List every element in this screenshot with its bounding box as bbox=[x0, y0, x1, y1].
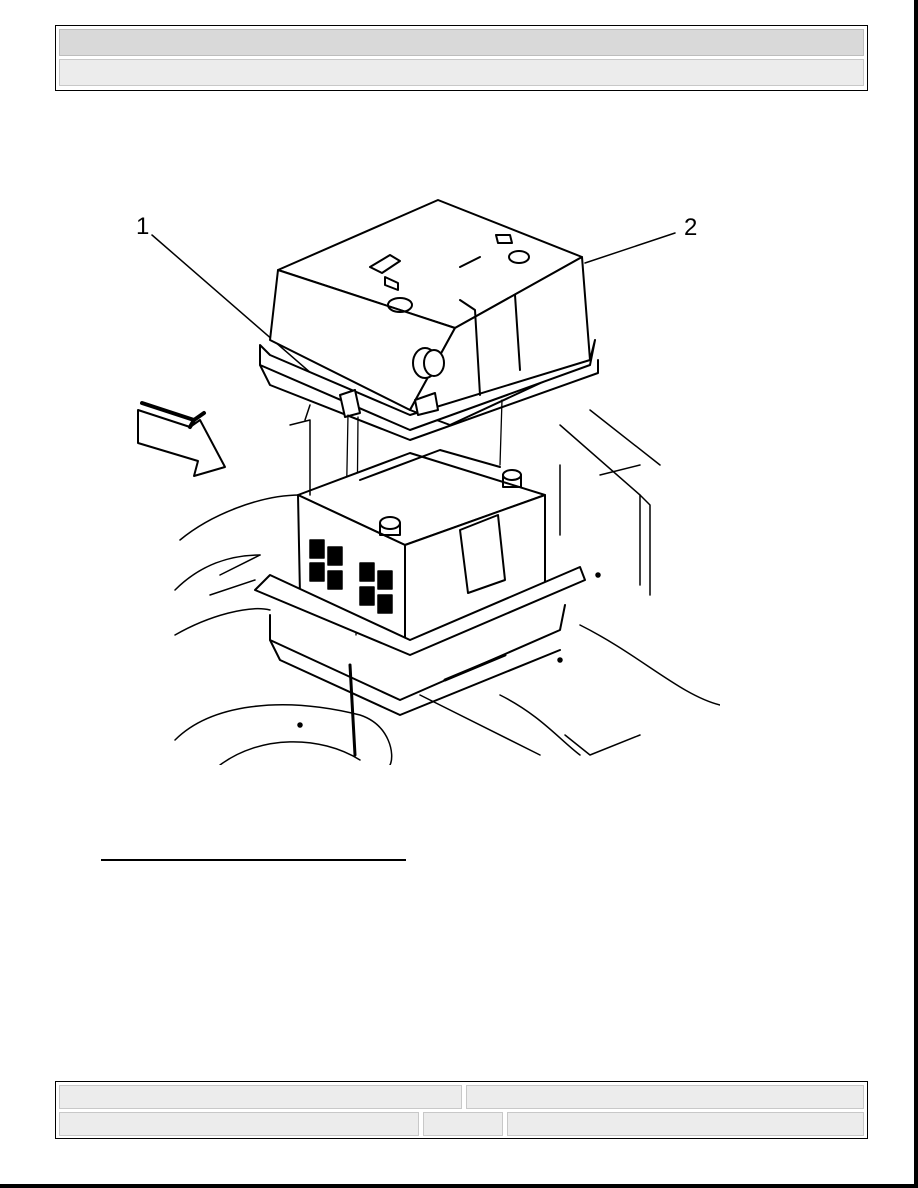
header-title bbox=[59, 29, 864, 56]
footer-left-top bbox=[59, 1085, 462, 1109]
battery-tray bbox=[254, 566, 586, 716]
footer-right-bottom bbox=[507, 1112, 864, 1136]
footer-table bbox=[55, 1081, 868, 1139]
callout-2-label: 2 bbox=[684, 214, 698, 241]
battery bbox=[297, 449, 546, 644]
footer-right-top bbox=[466, 1085, 864, 1109]
header-subtitle bbox=[59, 59, 864, 86]
battery-cover-illustration bbox=[137, 199, 720, 765]
header-table bbox=[55, 25, 868, 91]
vehicle-structure bbox=[174, 404, 720, 765]
footer-middle-bottom bbox=[423, 1112, 503, 1136]
figure-caption-link[interactable] bbox=[101, 843, 406, 861]
battery-cover bbox=[259, 199, 599, 441]
footer-left-bottom bbox=[59, 1112, 419, 1136]
callout-2-leader bbox=[584, 232, 676, 264]
callout-1-label: 1 bbox=[136, 213, 150, 240]
front-arrow-icon bbox=[137, 401, 226, 477]
